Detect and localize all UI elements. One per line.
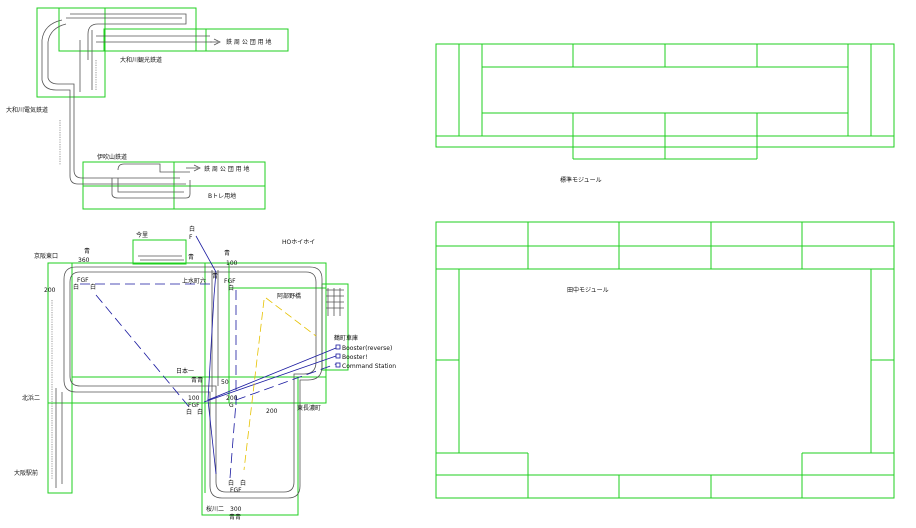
track-line (63, 266, 323, 499)
station-label: 今里 (136, 231, 148, 239)
wiring-line (229, 401, 237, 479)
station-label: 大阪駅前 (14, 469, 38, 477)
track-line (111, 178, 191, 199)
annotation: 白 (186, 408, 192, 416)
annotation: 白 (90, 283, 96, 291)
annotation: 200 (44, 287, 56, 294)
annotation: 青 (188, 253, 194, 261)
module-caption: 標準モジュール (560, 176, 602, 184)
annotation: FGF (77, 277, 89, 284)
wiring-line (207, 347, 337, 401)
track-line (47, 23, 180, 179)
line-label: 伊吹山鉄道 (97, 153, 127, 161)
main-layout: 今里 京阪東口 HOホイホイ 上水町六 阿部野橋 鶴町車庫 日本一 北浜二 東長… (14, 225, 396, 521)
annotation: 青 (212, 272, 218, 280)
module-outline (47, 262, 73, 494)
track-line (70, 13, 187, 60)
wiring-line (195, 235, 217, 475)
wiring-line (95, 294, 191, 409)
station-label: 京阪東口 (34, 252, 58, 260)
module-caption: 田中モジュール (567, 286, 609, 294)
annotation: FGF (230, 487, 242, 494)
annotation: 青青 (229, 513, 241, 521)
annotation: 200 (226, 395, 238, 402)
annotation: FGF (188, 402, 200, 409)
annotation: 青青 (191, 376, 203, 384)
track-line (117, 178, 184, 193)
annotation: 100 (226, 260, 238, 267)
annotation: 青 (84, 247, 90, 255)
booster-terminal (335, 353, 341, 359)
line-label: 大和川観光鉄道 (120, 56, 162, 64)
annotation: 青 (224, 249, 230, 257)
feeder-line (265, 297, 317, 337)
station-label: 鶴町車庫 (334, 334, 358, 342)
track-line (117, 163, 190, 173)
annotation: 300 (230, 506, 242, 513)
booster-terminal (335, 344, 341, 350)
annotation: 100 (188, 395, 200, 402)
module-outline (71, 376, 327, 404)
site-label: 鉄 周 公 団 用 地 (204, 165, 250, 173)
annotation: 360 (78, 257, 90, 264)
annotation: 白 (189, 225, 195, 233)
track-line (41, 19, 186, 185)
annotation: 白 (240, 479, 246, 487)
station-label: 北浜二 (22, 394, 40, 402)
booster-label: Booster! (342, 354, 368, 361)
feeder-line (243, 299, 265, 471)
station-label: 東長濃町 (297, 404, 321, 412)
wiring-line (203, 355, 337, 403)
annotation: FGF (224, 278, 236, 285)
arrow-icon (213, 38, 221, 46)
booster-label: Booster(reverse) (342, 345, 392, 352)
command-station-label: Command Station (342, 363, 396, 370)
standard-module: 標準モジュール (435, 43, 895, 184)
site-label: 鉄 周 公 団 用 地 (226, 38, 272, 46)
station-label: 上水町六 (182, 277, 206, 285)
annotation: 白 (228, 479, 234, 487)
track-line (327, 288, 341, 316)
station-label: HOホイホイ (282, 239, 315, 246)
module-outline (435, 221, 895, 499)
command-terminal (335, 362, 341, 368)
top-left-plan: 大和川観光鉄道 大和川電気鉄道 伊吹山鉄道 鉄 周 公 団 用 地 鉄 周 公 … (6, 7, 289, 210)
annotation: 白 (228, 284, 234, 292)
annotation: 白 (197, 408, 203, 416)
station-label: 日本一 (176, 367, 194, 375)
track-line (326, 289, 344, 309)
annotation: F (189, 234, 193, 241)
annotation: 白 (73, 283, 79, 291)
wiring-line (235, 363, 337, 401)
annotation: G (229, 402, 234, 409)
annotation: 50 (221, 379, 229, 386)
station-label: 阿部野橋 (277, 292, 301, 300)
tanaka-module: 田中モジュール (435, 221, 895, 499)
annotation: 200 (266, 408, 278, 415)
arrow-icon (193, 164, 201, 172)
line-label: 大和川電気鉄道 (6, 106, 48, 114)
site-label: Bトレ用地 (208, 192, 236, 200)
track-line (69, 271, 317, 493)
module-outline (132, 239, 187, 265)
station-label: 桜川二 (206, 505, 224, 513)
module-outline (103, 28, 289, 52)
